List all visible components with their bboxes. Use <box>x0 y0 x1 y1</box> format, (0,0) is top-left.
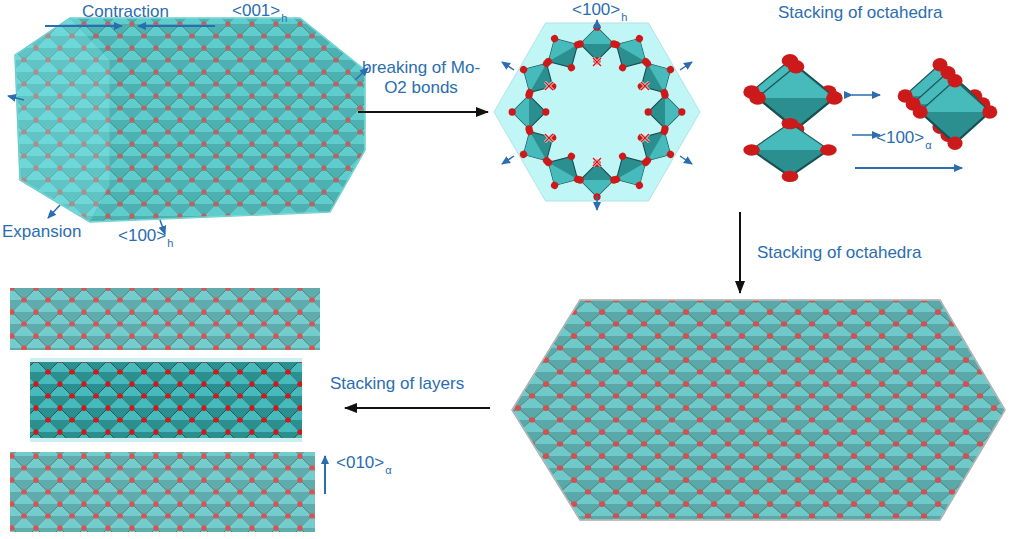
subscript: h <box>621 11 627 24</box>
direction-label: <100> <box>876 128 924 148</box>
step-label: Stacking of layers <box>330 374 464 394</box>
axis-label: Expansion <box>2 222 81 242</box>
subscript: α <box>385 464 391 477</box>
step-label: breaking of Mo-O2 bonds <box>358 58 484 97</box>
direction-label: <010> <box>336 453 384 473</box>
subscript: α <box>925 139 931 152</box>
step-label: Stacking of octahedra <box>778 3 942 23</box>
step-label: Stacking of octahedra <box>757 243 921 263</box>
subscript: h <box>281 12 287 25</box>
direction-label: <100> <box>572 0 620 20</box>
axis-label: Contraction <box>82 2 169 22</box>
direction-label: <100> <box>118 226 166 246</box>
subscript: h <box>167 237 173 250</box>
direction-label: <001> <box>232 1 280 21</box>
